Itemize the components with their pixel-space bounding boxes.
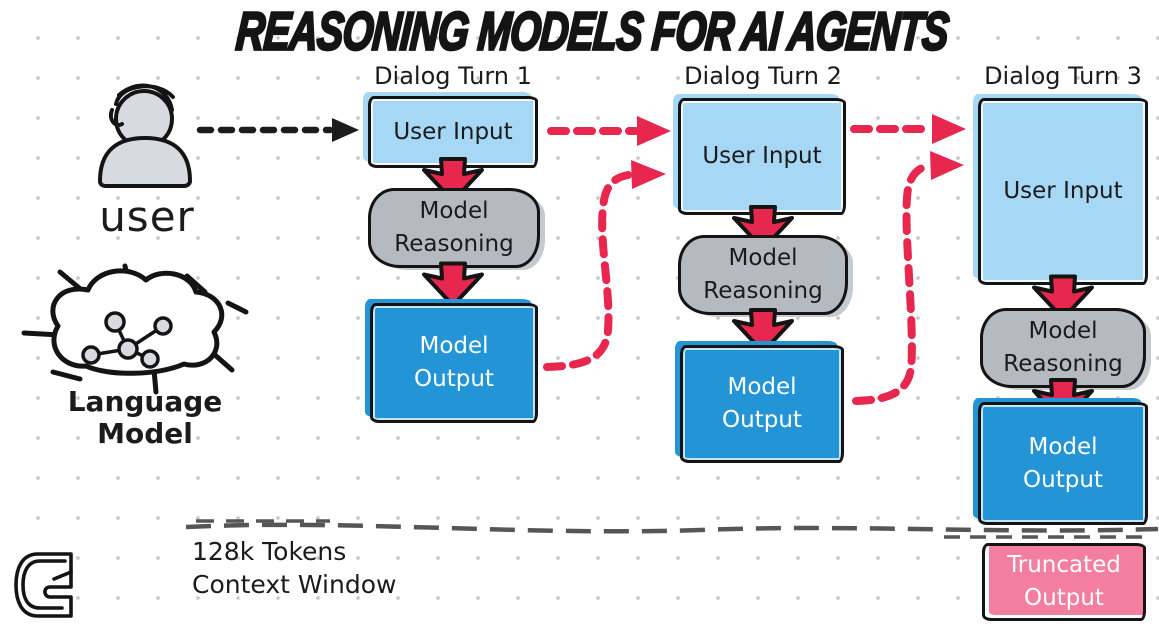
context-window-line	[185, 519, 1159, 539]
turn1-model-output-label: Model Output	[414, 333, 494, 392]
arrow-down-icon	[732, 308, 794, 354]
turn2-model-reasoning-label: Model Reasoning	[703, 245, 823, 304]
turn3-model-reasoning-box: Model Reasoning	[980, 308, 1146, 388]
user-to-turn1-dashed-arrow	[196, 118, 359, 142]
column-header-turn2: Dialog Turn 2	[684, 62, 842, 90]
arrow-down-icon	[732, 205, 794, 251]
turn2-model-output-label: Model Output	[722, 374, 802, 433]
arrow-down-icon	[422, 157, 484, 203]
truncated-output-label: Truncated Output	[1007, 552, 1121, 611]
context-window-label-line2: Context Window	[192, 569, 397, 599]
turn2-output-to-turn3-input-arrow	[852, 151, 964, 405]
turn1-model-reasoning-label: Model Reasoning	[394, 198, 514, 257]
turn2-input-to-turn3-input-arrow	[850, 114, 966, 144]
turn2-user-input-label: User Input	[702, 143, 822, 170]
language-model-label-line1: Language	[67, 385, 223, 418]
turn1-model-output-box: Model Output	[370, 303, 538, 423]
truncated-output-box: Truncated Output	[982, 543, 1146, 621]
arrow-down-icon	[1032, 274, 1094, 321]
context-window-label: 128k Tokens Context Window	[192, 536, 452, 601]
turn2-model-output-box: Model Output	[680, 345, 844, 463]
turn1-user-input-label: User Input	[393, 118, 513, 145]
turn3-user-input-label: User Input	[1003, 178, 1123, 205]
turn3-model-output-label: Model Output	[1023, 433, 1103, 493]
language-model-icon	[21, 263, 249, 395]
user-label: user	[99, 192, 195, 241]
turn3-model-output-box: Model Output	[978, 402, 1148, 525]
turn1-output-to-turn2-input-arrow	[543, 160, 666, 371]
user-icon	[98, 83, 192, 188]
context-window-label-line1: 128k Tokens	[192, 537, 347, 566]
turn2-model-reasoning-box: Model Reasoning	[678, 235, 848, 315]
language-model-label-line2: Model	[97, 416, 193, 450]
turn2-user-input-box: User Input	[678, 98, 846, 215]
turn3-user-input-box: User Input	[978, 98, 1148, 285]
turn1-input-to-turn2-input-arrow	[547, 116, 671, 146]
language-model-label: Language Model	[40, 386, 250, 450]
turn3-model-reasoning-label: Model Reasoning	[1003, 318, 1123, 377]
arrow-down-icon	[422, 261, 484, 308]
g-logo-icon	[14, 552, 73, 618]
turn1-model-reasoning-box: Model Reasoning	[368, 188, 540, 268]
column-header-turn3: Dialog Turn 3	[984, 62, 1142, 90]
column-header-turn1: Dialog Turn 1	[374, 62, 532, 90]
